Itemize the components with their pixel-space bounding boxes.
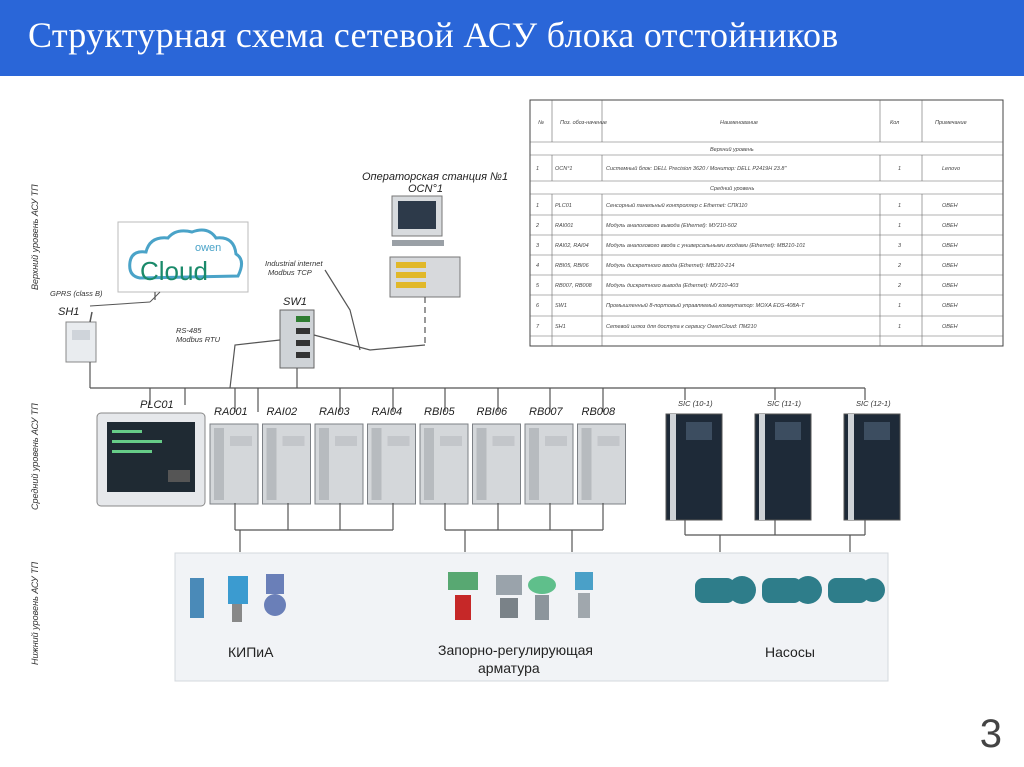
table-cell: 2 [897,263,901,269]
io-module [578,424,626,504]
modbus-tcp-label: Modbus TCP [268,268,312,277]
io-module [525,424,573,504]
table-cell: 1 [898,166,901,172]
frequency-drive [844,414,900,520]
table-cell: Lenovo [942,166,960,172]
io-module [473,424,521,504]
table-header-cell: Поз. обоз-начение [560,120,607,126]
table-header-cell: Наименование [720,120,758,126]
io-module [368,424,416,504]
table-cell: ОВЕН [942,243,958,249]
sh1-label: SH1 [58,306,79,318]
table-section-top: Верхний уровень [710,146,754,153]
table-cell: SW1 [555,303,567,309]
frequency-drives: SIC (10-1) SIC (11-1) SIC (12-1) [666,399,900,520]
table-cell: Промышленный 8-портовый управляемый комм… [606,302,805,309]
level-label-middle: Средний уровень АСУ ТП [30,403,40,510]
sw1-label: SW1 [283,296,307,308]
table-cell: RBI05, RBI06 [555,263,590,269]
table-cell: Модуль аналогового вывода (Ethernet): МУ… [606,223,737,229]
io-module [210,424,258,504]
drive-label: SIC (10-1) [678,399,713,408]
operator-station-code: ОСN°1 [408,183,443,195]
table-cell: SH1 [555,324,566,330]
table-cell: 2 [897,283,901,289]
table-cell: Сетевой шлюз для доступа к сервису OwenC… [606,323,758,330]
category-valves-line2: арматура [478,660,540,676]
table-cell: 4 [536,263,539,269]
io-module-label: RAI04 [372,406,403,418]
table-cell: ОВЕН [942,303,958,309]
table-cell: PLC01 [555,203,572,209]
frequency-drive [666,414,722,520]
table-header-cell: № [538,120,544,126]
table-cell: Сенсорный панельный контроллер с Etherne… [606,202,748,209]
io-module [263,424,311,504]
table-cell: 1 [536,166,539,172]
pump-devices [695,576,885,604]
cloud-owen-text: owen [195,242,221,254]
table-cell: RB007, RB008 [555,283,593,289]
table-cell: ОСN°1 [555,166,572,172]
table-cell: Модуль дискретного ввода (Ethernet): МВ2… [606,263,735,269]
modbus-rtu-label: Modbus RTU [176,335,221,344]
table-cell: RAI001 [555,223,573,229]
drive-label: SIC (11-1) [767,399,802,408]
gateway-sh1 [66,312,96,362]
industrial-internet-label: Industrial internet [265,259,323,268]
owen-cloud-logo: owen Cloud [118,222,248,292]
table-cell: Системный блок: DELL Precision 3620 / Мо… [606,165,787,172]
drive-label: SIC (12-1) [856,399,891,408]
io-module-label: RAI03 [319,406,350,418]
category-valves-line1: Запорно-регулирующая [438,642,593,658]
table-cell: 1 [898,303,901,309]
table-cell: ОВЕН [942,203,958,209]
category-pumps: Насосы [765,644,815,660]
io-module-label: RBI06 [477,406,508,418]
switch-sw1 [280,310,314,368]
specification-table: № Поз. обоз-начение Наименование Кол Примеча… [530,100,1003,346]
frequency-drive [755,414,811,520]
level-label-bottom: Нижний уровень АСУ ТП [30,561,40,665]
table-section-middle: Средний уровень [710,185,754,192]
table-cell: 1 [898,324,901,330]
gprs-label: GPRS (class B) [50,289,103,298]
table-cell: ОВЕН [942,223,958,229]
io-modules: RA001 RAI02 RAI03 RAI04 RBI05 RBI06 RB007 RB008 [210,406,626,504]
operator-station-label: Операторская станция №1 [362,171,508,183]
table-header-cell: Кол [890,120,899,126]
cloud-text: Cloud [140,256,208,286]
table-cell: 1 [898,223,901,229]
io-module-label: RA001 [214,406,248,418]
table-cell: ОВЕН [942,263,958,269]
table-cell: ОВЕН [942,324,958,330]
io-module [315,424,363,504]
io-module [420,424,468,504]
table-header-cell: Примечание [935,120,967,126]
level-label-top: Верхний уровень АСУ ТП [30,184,40,290]
io-module-label: RAI02 [267,406,298,418]
table-cell: Модуль аналогового ввода с универсальным… [606,243,805,249]
plc01-label: PLC01 [140,399,174,411]
operator-workstation [390,196,460,297]
table-cell: RAI02, RAI04 [555,243,589,249]
io-module-label: RBI05 [424,406,455,418]
page-number: 3 [980,712,1002,757]
io-module-label: RB008 [582,406,617,418]
table-cell: 2 [535,223,539,229]
table-cell: 1 [536,203,539,209]
table-cell: ОВЕН [942,283,958,289]
io-module-label: RB007 [529,406,564,418]
table-cell: Модуль дискретного вывода (Ethernet): МУ… [606,283,739,289]
rs485-label: RS-485 [176,326,202,335]
table-cell: 1 [898,203,901,209]
plc-panel-plc01 [97,413,205,506]
category-kipia: КИПиА [228,644,274,660]
